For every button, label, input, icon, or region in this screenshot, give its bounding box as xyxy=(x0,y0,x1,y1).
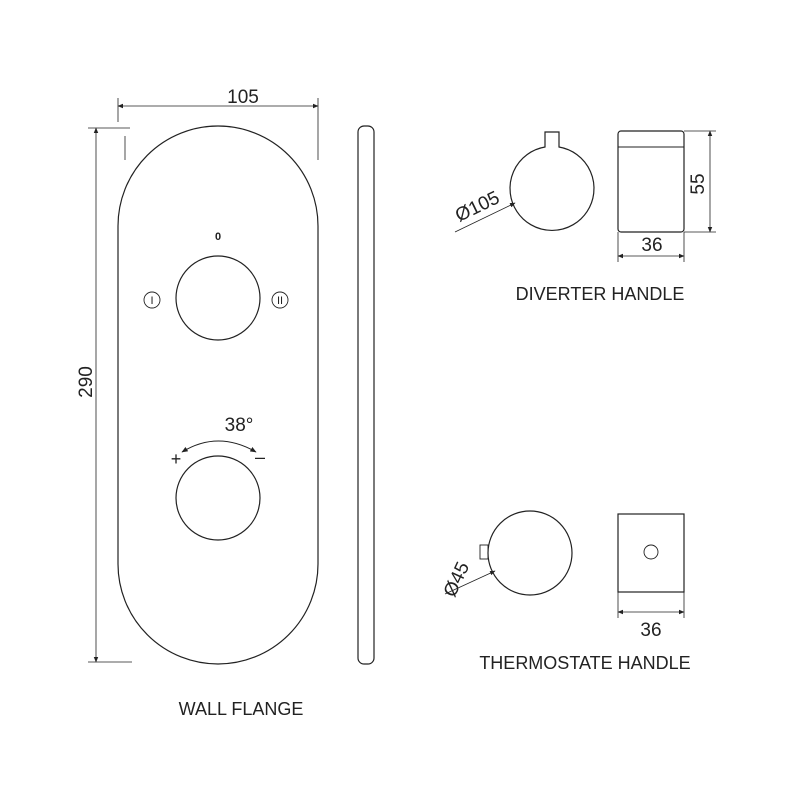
plus-sign: + xyxy=(171,449,182,469)
thermostate-handle-side-view: 36 xyxy=(617,513,685,641)
wall-flange-label: WALL FLANGE xyxy=(179,699,304,719)
position-2-marker xyxy=(271,291,289,309)
wall-flange-width-dimension: 105 xyxy=(117,87,319,160)
diverter-handle-label: DIVERTER HANDLE xyxy=(516,284,685,304)
thermostate-handle-side-body xyxy=(617,513,685,593)
position-2-label: II xyxy=(277,295,283,307)
diverter-handle-body xyxy=(509,131,595,231)
diverter-width-value: 36 xyxy=(641,235,662,256)
minus-sign: – xyxy=(255,447,265,467)
thermostat-knob-outline: 38° + – xyxy=(171,415,265,541)
position-1-label: I xyxy=(150,295,153,307)
diverter-handle-side-view: 55 36 xyxy=(617,130,716,262)
wall-flange-plate xyxy=(117,125,319,665)
wall-flange-side-view xyxy=(357,125,375,665)
thermostate-handle-label: THERMOSTATE HANDLE xyxy=(479,653,690,673)
diverter-handle-front-view: Ø105 xyxy=(452,131,595,233)
position-0-label: 0 xyxy=(215,231,221,243)
position-1-marker xyxy=(143,291,161,309)
diverter-handle-side-body xyxy=(617,130,685,233)
diverter-knob-outline: 0 I II xyxy=(143,231,289,341)
thermostate-diameter-value: Ø45 xyxy=(440,559,474,600)
wall-flange-front-view: 105 290 0 I II 38° + – WALL FLANGE xyxy=(76,87,319,719)
thermostate-width-value: 36 xyxy=(640,620,661,641)
diverter-height-value: 55 xyxy=(688,173,709,194)
thermostate-handle-front-view: Ø45 xyxy=(440,510,573,600)
wall-flange-height-dimension: 290 xyxy=(76,127,132,663)
thermostate-handle-pin xyxy=(479,544,489,560)
wall-flange-height-value: 290 xyxy=(76,366,97,398)
wall-flange-width-value: 105 xyxy=(227,87,259,108)
rotation-arc-arrow xyxy=(181,440,257,453)
thermostate-handle-hole xyxy=(643,544,659,560)
thermostate-handle-body xyxy=(487,510,573,596)
rotation-angle-label: 38° xyxy=(225,415,254,436)
